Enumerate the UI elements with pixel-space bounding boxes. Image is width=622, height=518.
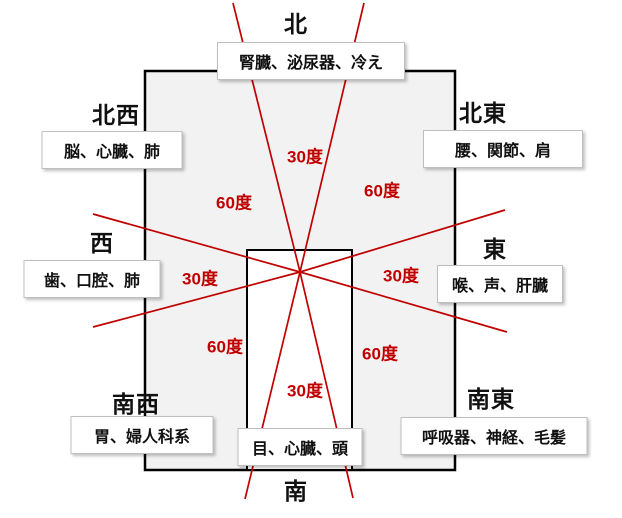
ray-east-lower xyxy=(299,271,508,333)
angle-label-southwest-sector: 60度 xyxy=(207,337,243,357)
ailment-box-southeast: 呼吸器、神経、毛髪 xyxy=(400,417,588,455)
direction-label-southeast: 南東 xyxy=(467,386,515,412)
ailment-box-northwest: 脳、心臓、肺 xyxy=(41,131,183,169)
ailment-box-southwest: 胃、婦人科系 xyxy=(70,416,214,454)
angle-label-east-sector: 30度 xyxy=(383,266,419,286)
angle-label-southeast-sector: 60度 xyxy=(362,344,398,364)
angle-label-south-sector: 30度 xyxy=(287,381,323,401)
direction-label-northwest: 北西 xyxy=(92,102,140,128)
ailment-box-east: 喉、声、肝臓 xyxy=(437,265,563,303)
direction-label-northeast: 北東 xyxy=(459,100,507,126)
ray-west-lower xyxy=(92,271,301,328)
ailment-box-northeast: 腰、関節、肩 xyxy=(423,130,583,168)
angle-label-northwest-sector: 60度 xyxy=(216,193,252,213)
ailment-box-west: 歯、口腔、肺 xyxy=(23,260,161,298)
angle-label-west-sector: 30度 xyxy=(182,269,218,289)
direction-label-southwest: 南西 xyxy=(112,391,160,417)
angle-label-north-sector: 30度 xyxy=(287,147,323,167)
direction-label-north: 北 xyxy=(284,11,308,37)
ray-west-upper xyxy=(92,213,301,273)
direction-label-east: 東 xyxy=(483,236,507,262)
ailment-box-north: 腎臓、泌尿器、冷え xyxy=(217,42,405,80)
ailment-box-south: 目、心臓、頭 xyxy=(237,428,363,466)
direction-label-west: 西 xyxy=(90,230,114,256)
angle-label-northeast-sector: 60度 xyxy=(364,181,400,201)
ray-east-upper xyxy=(299,209,506,273)
direction-label-south: 南 xyxy=(284,478,308,504)
